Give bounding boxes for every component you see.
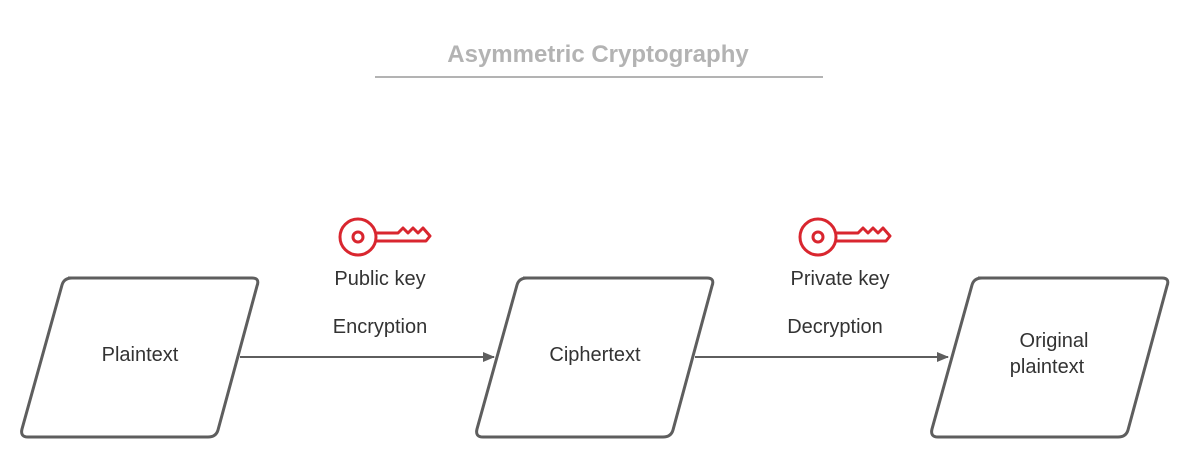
node-ciphertext-shape bbox=[475, 276, 715, 439]
public-key-label: Public key bbox=[334, 268, 425, 290]
edge-decryption: Decryption Private key bbox=[695, 217, 949, 362]
node-original-plaintext-label-line2: plaintext bbox=[1010, 356, 1085, 378]
node-ciphertext[interactable]: Ciphertext bbox=[475, 276, 715, 439]
key-icon bbox=[798, 217, 892, 257]
node-plaintext-shape bbox=[20, 276, 260, 439]
edge-encryption: Encryption Public key bbox=[240, 217, 495, 362]
node-original-plaintext-shape bbox=[930, 276, 1170, 439]
diagram-title: Asymmetric Cryptography bbox=[447, 41, 749, 68]
node-plaintext-label: Plaintext bbox=[102, 344, 179, 366]
edge-decryption-label: Decryption bbox=[787, 316, 883, 338]
private-key-label: Private key bbox=[791, 268, 890, 290]
key-icon bbox=[338, 217, 432, 257]
node-ciphertext-label: Ciphertext bbox=[549, 344, 641, 366]
node-original-plaintext-label-line1: Original bbox=[1020, 330, 1089, 352]
edge-encryption-label: Encryption bbox=[333, 316, 428, 338]
node-original-plaintext[interactable]: Original plaintext bbox=[930, 276, 1170, 439]
node-plaintext[interactable]: Plaintext bbox=[20, 276, 260, 439]
